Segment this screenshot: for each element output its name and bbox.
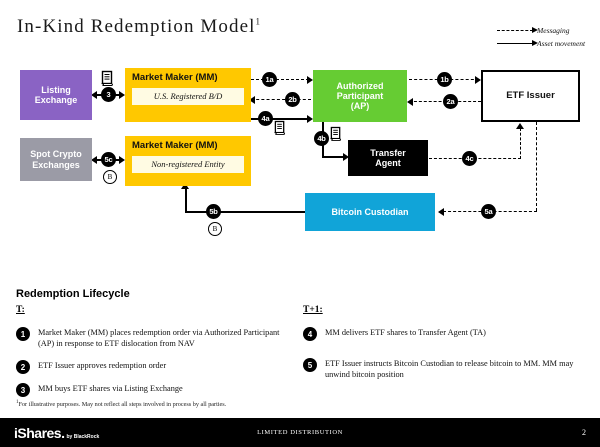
lifecycle-step-1: 1 Market Maker (MM) places redemption or… [16, 327, 284, 349]
node-etf-issuer-label: ETF Issuer [506, 89, 555, 101]
solid-arrow-icon [497, 40, 538, 46]
node-bitcoin-custodian[interactable]: Bitcoin Custodian [305, 193, 435, 231]
connector-2b-line [251, 99, 311, 100]
connector-4c-vline [520, 128, 521, 159]
connector-3-arrow-right [119, 91, 125, 99]
connector-4a-arrow [307, 115, 313, 123]
connector-4b-arrow [343, 153, 349, 161]
step-number-3: 3 [16, 383, 30, 397]
connector-1a-arrow [307, 76, 313, 84]
dashed-arrow-icon [497, 27, 538, 33]
step-number-2: 2 [16, 360, 30, 374]
step-text-5: ETF Issuer instructs Bitcoin Custodian t… [325, 359, 574, 380]
connector-2a-arrow [407, 98, 413, 106]
legend-item-messaging: Messaging [497, 24, 597, 37]
connector-3-arrow-left [91, 91, 97, 99]
connector-4c-arrow [516, 123, 524, 129]
connector-5b-vline [185, 188, 187, 212]
lifecycle-column-head-t1: T+1: [303, 305, 323, 315]
document-icon-4a [274, 120, 286, 140]
lifecycle-step-3: 3 MM buys ETF shares via Listing Exchang… [16, 383, 284, 397]
badge-3[interactable]: 3 [101, 87, 116, 102]
step-number-4: 4 [303, 327, 317, 341]
connector-5c-arrow-right [119, 156, 125, 164]
bitcoin-marker-mm: B [103, 170, 117, 184]
badge-5b[interactable]: 5b [206, 204, 221, 219]
connector-2b-arrow [249, 96, 255, 104]
node-ap-line3: (AP) [350, 101, 370, 112]
footer-bar [0, 418, 600, 447]
node-transfer-agent[interactable]: Transfer Agent [348, 140, 428, 176]
distribution-label: LIMITED DISTRIBUTION [257, 429, 343, 436]
page-number: 2 [582, 428, 586, 437]
node-bitcoin-custodian-label: Bitcoin Custodian [331, 206, 409, 217]
legend: Messaging Asset movement [497, 24, 597, 50]
node-transfer-agent-line1: Transfer [370, 147, 406, 158]
lifecycle-step-5: 5 ETF Issuer instructs Bitcoin Custodian… [303, 358, 579, 380]
page-title-text: In-Kind Redemption Model [17, 16, 256, 37]
node-market-maker-bd-subtitle: U.S. Registered B/D [132, 87, 244, 106]
legend-label-messaging: Messaging [537, 26, 570, 35]
connector-5b-arrow [181, 183, 189, 189]
node-etf-issuer[interactable]: ETF Issuer [481, 70, 580, 122]
step-text-1: Market Maker (MM) places redemption orde… [38, 328, 280, 349]
badge-4c[interactable]: 4c [462, 151, 477, 166]
badge-1b[interactable]: 1b [437, 72, 452, 87]
badge-4b[interactable]: 4b [314, 131, 329, 146]
node-market-maker-bd-title: Market Maker (MM) [132, 72, 218, 83]
lifecycle-heading: Redemption Lifecycle [16, 288, 130, 300]
node-listing-exchange[interactable]: Listing Exchange [20, 70, 92, 120]
connector-5b-hline [185, 211, 308, 213]
node-spot-crypto-line2: Exchanges [32, 159, 80, 170]
connector-4a-line [251, 118, 311, 120]
lifecycle-column-head-t: T: [16, 305, 25, 315]
node-spot-crypto-exchanges[interactable]: Spot Crypto Exchanges [20, 138, 92, 181]
page-title: In-Kind Redemption Model1 [17, 16, 260, 38]
connector-1b-arrow [475, 76, 481, 84]
legend-item-asset-movement: Asset movement [497, 37, 597, 50]
node-listing-exchange-line2: Exchange [34, 95, 78, 105]
node-ap-line2: Participant [336, 90, 384, 101]
node-transfer-agent-line2: Agent [375, 158, 401, 168]
node-market-maker-nonreg-title: Market Maker (MM) [132, 140, 218, 151]
step-number-1: 1 [16, 327, 30, 341]
connector-4b-hline [322, 156, 346, 158]
legend-label-asset-movement: Asset movement [537, 39, 586, 48]
lifecycle-step-2: 2 ETF Issuer approves redemption order [16, 360, 284, 374]
ishares-logo-text: iShares [14, 425, 62, 441]
badge-2b[interactable]: 2b [285, 92, 300, 107]
badge-2a[interactable]: 2a [443, 94, 458, 109]
node-market-maker-nonreg-subtitle: Non-registered Entity [132, 155, 244, 174]
bitcoin-marker-custodian: B [208, 222, 222, 236]
badge-4a[interactable]: 4a [258, 111, 273, 126]
ishares-logo: iShares.by BlackRock [14, 425, 100, 441]
badge-5a[interactable]: 5a [481, 204, 496, 219]
node-spot-crypto-line1: Spot Crypto [30, 149, 82, 160]
node-listing-exchange-line1: Listing [41, 84, 71, 95]
badge-5c[interactable]: 5c [101, 152, 116, 167]
document-icon-4b [330, 126, 342, 146]
document-icon-listing [101, 70, 114, 91]
node-ap-line1: Authorized [336, 80, 384, 91]
footnote: 1For illustrative purposes. May not refl… [16, 400, 226, 408]
connector-5a-vline [536, 122, 537, 211]
step-text-4: MM delivers ETF shares to Transfer Agent… [325, 328, 486, 337]
node-market-maker-bd[interactable]: Market Maker (MM) U.S. Registered B/D [125, 68, 251, 122]
lifecycle-step-4: 4 MM delivers ETF shares to Transfer Age… [303, 327, 579, 341]
connector-5a-arrow [438, 208, 444, 216]
ishares-logo-sub: by BlackRock [66, 434, 100, 440]
connector-5c-arrow-left [91, 156, 97, 164]
title-footnote-marker: 1 [255, 16, 261, 27]
step-number-5: 5 [303, 358, 317, 372]
step-text-3: MM buys ETF shares via Listing Exchange [38, 384, 183, 393]
step-text-2: ETF Issuer approves redemption order [38, 361, 167, 370]
node-market-maker-nonregistered[interactable]: Market Maker (MM) Non-registered Entity [125, 136, 251, 186]
badge-1a[interactable]: 1a [262, 72, 277, 87]
node-authorized-participant[interactable]: Authorized Participant (AP) [313, 70, 407, 122]
footnote-text: For illustrative purposes. May not refle… [18, 401, 227, 409]
connector-1a-line [251, 79, 309, 80]
footnote-marker: 1 [16, 400, 19, 405]
